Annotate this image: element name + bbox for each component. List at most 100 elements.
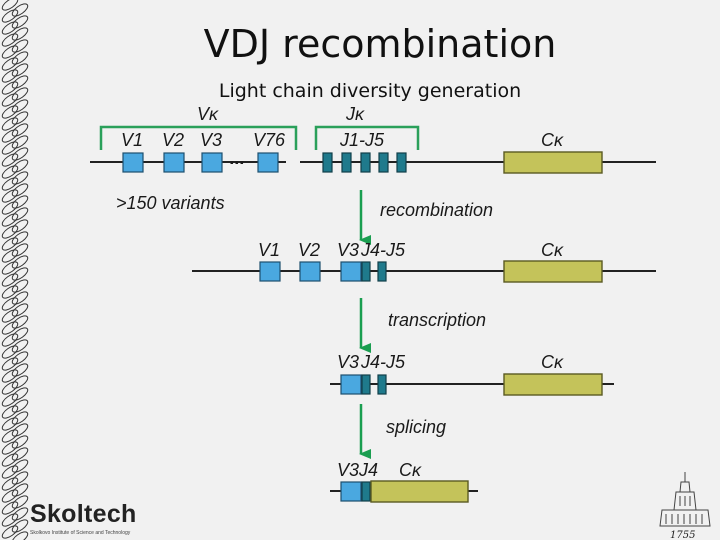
j4-segment-row2 bbox=[361, 261, 371, 282]
border-loop bbox=[1, 153, 19, 167]
border-loop bbox=[1, 105, 19, 119]
border-loop bbox=[1, 489, 19, 503]
j4-segment-row3 bbox=[361, 374, 371, 395]
j5-segment bbox=[396, 152, 407, 173]
ellipsis: ... bbox=[230, 148, 245, 168]
border-loop bbox=[11, 27, 29, 41]
v2-label-row2: V2 bbox=[298, 240, 320, 260]
border-loop bbox=[1, 237, 19, 251]
border-loop bbox=[1, 177, 19, 191]
border-loop bbox=[1, 69, 19, 83]
border-loop bbox=[1, 477, 19, 491]
border-loop bbox=[1, 213, 19, 227]
border-loop bbox=[1, 369, 19, 383]
border-loop bbox=[11, 39, 29, 53]
border-loop bbox=[11, 159, 29, 173]
c-kappa-segment-row3 bbox=[503, 373, 603, 396]
border-loop bbox=[11, 147, 29, 161]
border-loop bbox=[11, 327, 29, 341]
border-loop bbox=[11, 459, 29, 473]
border-loop bbox=[1, 453, 19, 467]
border-loop bbox=[1, 525, 19, 539]
border-loop bbox=[11, 231, 29, 245]
v3-label-row2: V3 bbox=[337, 240, 359, 260]
border-loop bbox=[11, 483, 29, 497]
border-loop bbox=[11, 375, 29, 389]
v3j4-label: V3J4 bbox=[337, 460, 378, 480]
border-loop bbox=[1, 345, 19, 359]
border-loop bbox=[11, 63, 29, 77]
v-kappa-label: Vκ bbox=[197, 104, 219, 124]
c-kappa-label-1: Cκ bbox=[541, 130, 564, 150]
border-loop bbox=[11, 183, 29, 197]
border-loop bbox=[11, 495, 29, 509]
border-loop bbox=[1, 57, 19, 71]
border-loop bbox=[1, 417, 19, 431]
border-loop bbox=[11, 435, 29, 449]
border-loop bbox=[11, 123, 29, 137]
border-loop bbox=[11, 447, 29, 461]
v-kappa-bracket bbox=[99, 125, 298, 150]
v3-segment-row4 bbox=[340, 481, 362, 502]
border-loop bbox=[11, 411, 29, 425]
border-loop bbox=[11, 243, 29, 257]
border-loop bbox=[1, 45, 19, 59]
j4-j5-label-row2: J4-J5 bbox=[360, 240, 406, 260]
v2-segment-row2 bbox=[299, 261, 321, 282]
border-loop bbox=[11, 267, 29, 281]
crest-year: 1755 bbox=[670, 530, 695, 540]
border-loop bbox=[11, 531, 29, 540]
v1-label-row2: V1 bbox=[258, 240, 280, 260]
border-loop bbox=[1, 273, 19, 287]
border-loop bbox=[11, 195, 29, 209]
border-loop bbox=[1, 441, 19, 455]
border-loop bbox=[11, 255, 29, 269]
skoltech-logo: Skoltech Skolkovo Institute of Science a… bbox=[30, 500, 150, 540]
border-loop bbox=[1, 405, 19, 419]
j4-segment bbox=[378, 152, 389, 173]
v1-segment bbox=[122, 152, 144, 173]
border-loop bbox=[11, 471, 29, 485]
border-loop bbox=[11, 507, 29, 521]
border-loop bbox=[1, 249, 19, 263]
j1-segment bbox=[322, 152, 333, 173]
border-loop bbox=[11, 219, 29, 233]
v3-segment-row3 bbox=[340, 374, 362, 395]
border-loop bbox=[11, 111, 29, 125]
c-kappa-label-2: Cκ bbox=[541, 240, 564, 260]
border-loop bbox=[1, 465, 19, 479]
border-loop bbox=[11, 351, 29, 365]
border-loop bbox=[11, 387, 29, 401]
j-kappa-bracket bbox=[314, 125, 420, 150]
j4-j5-label-row3: J4-J5 bbox=[360, 352, 406, 372]
border-loop bbox=[1, 285, 19, 299]
border-loop bbox=[1, 81, 19, 95]
c-kappa-segment-row2 bbox=[503, 260, 603, 283]
border-loop bbox=[1, 309, 19, 323]
c-kappa-label-4: Cκ bbox=[399, 460, 422, 480]
recombination-label: recombination bbox=[380, 200, 493, 220]
j2-segment bbox=[341, 152, 352, 173]
v1-label: V1 bbox=[121, 130, 143, 150]
border-loop bbox=[11, 279, 29, 293]
splicing-label: splicing bbox=[386, 417, 446, 437]
v76-label: V76 bbox=[253, 130, 286, 150]
v1-segment-row2 bbox=[259, 261, 281, 282]
border-loop bbox=[11, 51, 29, 65]
border-loop bbox=[1, 33, 19, 47]
v2-segment bbox=[163, 152, 185, 173]
border-loop bbox=[1, 513, 19, 527]
border-loop bbox=[1, 381, 19, 395]
slide-subtitle: Light chain diversity generation bbox=[218, 80, 522, 102]
border-loop bbox=[1, 225, 19, 239]
border-loop bbox=[11, 207, 29, 221]
border-loop bbox=[11, 399, 29, 413]
v3-label-row3: V3 bbox=[337, 352, 359, 372]
v2-label: V2 bbox=[162, 130, 184, 150]
border-loop bbox=[11, 423, 29, 437]
border-loop bbox=[1, 357, 19, 371]
j1-j5-label: J1-J5 bbox=[339, 130, 385, 150]
logo-tagline: Skolkovo Institute of Science and Techno… bbox=[30, 530, 131, 536]
border-loop bbox=[1, 21, 19, 35]
